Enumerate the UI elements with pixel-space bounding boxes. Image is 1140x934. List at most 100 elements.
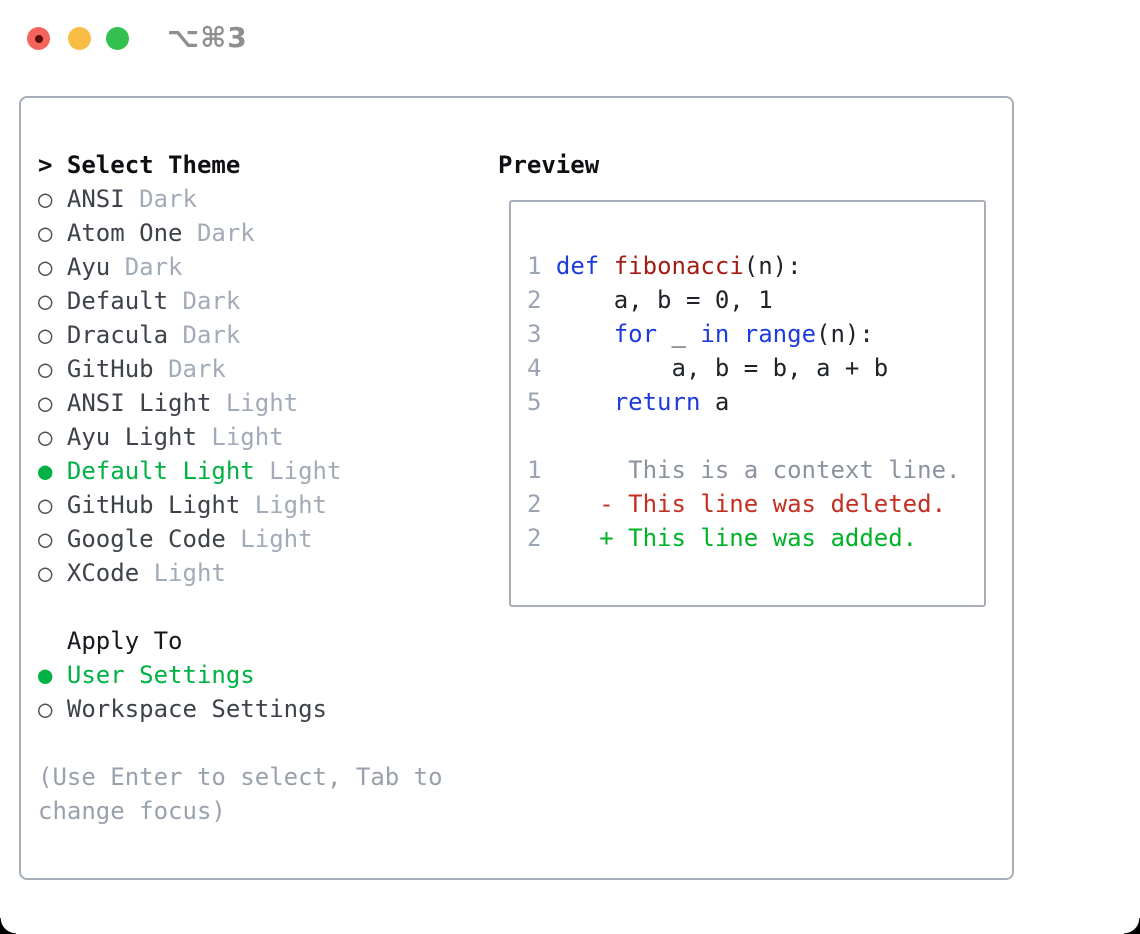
theme-selector-column: > Select Theme○ ANSI Dark○ Atom One Dark… bbox=[38, 148, 457, 828]
theme-variant: Light bbox=[240, 525, 313, 553]
code-line: 2 a, b = 0, 1 bbox=[527, 283, 960, 317]
theme-variant: Dark bbox=[139, 185, 197, 213]
apply-to-section: Apply To ● User Settings○ Workspace Setti… bbox=[38, 624, 457, 726]
diff-line: 2 + This line was added. bbox=[527, 521, 960, 555]
radio-circle-icon: ○ bbox=[38, 219, 67, 247]
theme-picker-panel: > Select Theme○ ANSI Dark○ Atom One Dark… bbox=[19, 96, 1014, 880]
radio-circle-icon: ○ bbox=[38, 253, 67, 281]
apply-to-label: User Settings bbox=[66, 661, 255, 689]
theme-option[interactable]: ○ Dracula Dark bbox=[38, 318, 457, 352]
theme-name: Default bbox=[66, 287, 183, 315]
theme-variant: Light bbox=[211, 423, 284, 451]
focus-caret-icon: > bbox=[38, 151, 67, 179]
code-token bbox=[541, 388, 613, 416]
theme-list: > Select Theme○ ANSI Dark○ Atom One Dark… bbox=[38, 148, 457, 590]
theme-variant: Dark bbox=[182, 321, 241, 349]
theme-name: Default Light bbox=[66, 457, 270, 485]
theme-option[interactable]: ○ ANSI Dark bbox=[38, 182, 457, 216]
theme-name: ANSI bbox=[66, 185, 140, 213]
maximize-button[interactable] bbox=[106, 27, 129, 50]
close-button[interactable] bbox=[27, 27, 50, 50]
line-number: 2 bbox=[527, 286, 542, 314]
code-line: 3 for _ in range(n): bbox=[527, 317, 960, 351]
code-token: a, b = b, a + b bbox=[541, 354, 889, 382]
theme-variant: Light bbox=[269, 457, 342, 485]
theme-option[interactable]: ○ Ayu Dark bbox=[38, 250, 457, 284]
screen-corner-bottom-left bbox=[0, 918, 16, 934]
radio-circle-icon: ● bbox=[38, 457, 67, 485]
theme-name: ANSI Light bbox=[66, 389, 226, 417]
code-line: 4 a, b = b, a + b bbox=[527, 351, 960, 385]
line-number: 2 bbox=[527, 490, 542, 518]
theme-option[interactable]: ○ Default Dark bbox=[38, 284, 457, 318]
line-number: 2 bbox=[527, 524, 542, 552]
code-line: 1 def fibonacci(n): bbox=[527, 249, 960, 283]
theme-name: GitHub bbox=[66, 355, 169, 383]
theme-option[interactable]: ● Default Light Light bbox=[38, 454, 457, 488]
apply-to-option[interactable]: ○ Workspace Settings bbox=[38, 692, 457, 726]
apply-to-header: Apply To bbox=[38, 624, 457, 658]
code-token bbox=[541, 320, 613, 348]
line-number: 4 bbox=[527, 354, 542, 382]
radio-circle-icon: ○ bbox=[38, 423, 67, 451]
code-token: (n): bbox=[743, 252, 802, 280]
select-theme-header-label: Select Theme bbox=[66, 151, 241, 179]
code-token: range bbox=[743, 320, 817, 348]
help-text: (Use Enter to select, Tab to change focu… bbox=[38, 763, 458, 825]
theme-option[interactable]: ○ XCode Light bbox=[38, 556, 457, 590]
radio-circle-icon: ○ bbox=[38, 355, 67, 383]
theme-option[interactable]: ○ Atom One Dark bbox=[38, 216, 457, 250]
diff-line: 2 - This line was deleted. bbox=[527, 487, 960, 521]
code-line: 5 return a bbox=[527, 385, 960, 419]
theme-option[interactable]: ○ GitHub Dark bbox=[38, 352, 457, 386]
theme-variant: Light bbox=[225, 389, 299, 417]
theme-variant: Dark bbox=[196, 219, 255, 247]
line-number: 1 bbox=[527, 456, 542, 484]
theme-name: Atom One bbox=[66, 219, 197, 247]
code-token: in bbox=[700, 320, 730, 348]
code-token: for bbox=[613, 320, 658, 348]
code-token: return bbox=[613, 388, 701, 416]
radio-circle-icon: ○ bbox=[38, 695, 67, 723]
minimize-button[interactable] bbox=[68, 27, 91, 50]
spacer bbox=[38, 590, 457, 624]
radio-circle-icon: ○ bbox=[38, 389, 67, 417]
radio-circle-icon: ○ bbox=[38, 321, 67, 349]
theme-variant: Dark bbox=[182, 287, 241, 315]
diff-text: + This line was added. bbox=[541, 524, 918, 552]
line-number: 3 bbox=[527, 320, 542, 348]
theme-variant: Dark bbox=[168, 355, 226, 383]
theme-option[interactable]: ○ Google Code Light bbox=[38, 522, 457, 556]
theme-variant: Light bbox=[153, 559, 226, 587]
screen-corner-bottom-right bbox=[1124, 918, 1140, 934]
diff-line: 1 This is a context line. bbox=[527, 453, 960, 487]
code-token: def bbox=[555, 252, 600, 280]
code-token: _ bbox=[657, 320, 701, 348]
radio-circle-icon: ○ bbox=[38, 525, 67, 553]
preview-title: Preview bbox=[498, 151, 600, 179]
apply-to-option[interactable]: ● User Settings bbox=[38, 658, 457, 692]
theme-option[interactable]: ○ ANSI Light Light bbox=[38, 386, 457, 420]
code-token bbox=[541, 252, 555, 280]
theme-option[interactable]: ○ Ayu Light Light bbox=[38, 420, 457, 454]
diff-text: This is a context line. bbox=[541, 456, 961, 484]
theme-option[interactable]: ○ GitHub Light Light bbox=[38, 488, 457, 522]
apply-to-header-label: Apply To bbox=[38, 627, 183, 655]
code-token: a, b = 0, 1 bbox=[541, 286, 773, 314]
code-token bbox=[599, 252, 613, 280]
diff-block: 1 This is a context line.2 - This line w… bbox=[527, 453, 960, 555]
theme-name: Google Code bbox=[66, 525, 241, 553]
tab-shortcut-label: ⌥⌘3 bbox=[167, 21, 248, 54]
theme-name: Ayu Light bbox=[66, 423, 212, 451]
theme-name: XCode bbox=[66, 559, 154, 587]
diff-text: - This line was deleted. bbox=[541, 490, 947, 518]
select-theme-header: > Select Theme bbox=[38, 148, 457, 182]
code-token: a bbox=[700, 388, 730, 416]
radio-circle-icon: ○ bbox=[38, 491, 67, 519]
radio-circle-icon: ○ bbox=[38, 185, 67, 213]
theme-name: Ayu bbox=[66, 253, 125, 281]
